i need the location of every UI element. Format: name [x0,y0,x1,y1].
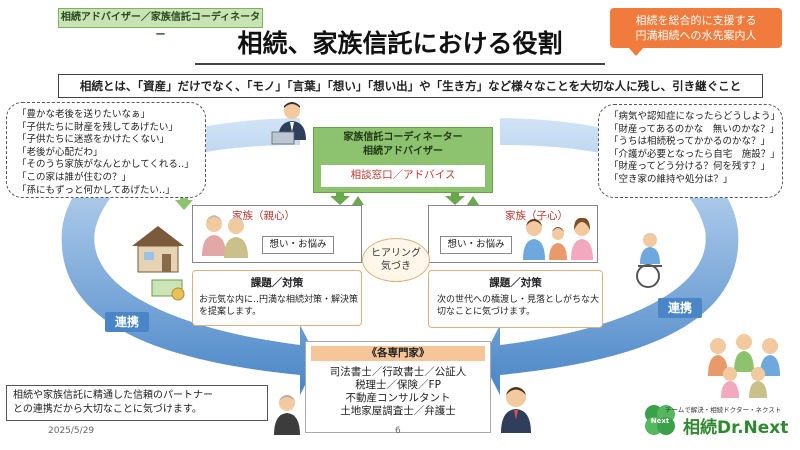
house-icon [132,226,184,273]
down-arrow-parent [330,190,350,205]
child-concern: 想い・お悩み [440,236,512,254]
down-arrow-child [445,190,465,205]
specialists-line: 税理士／保険／FP [355,379,441,391]
specialists-line: 司法書士／行政書士／公証人 [329,366,467,378]
coordinator-title-line-2: 相続アドバイザー [363,146,443,157]
coordinator-title-line-1: 家族信託コーディネーター [343,132,463,143]
issue-title-right: 課題／対策 [489,277,542,289]
parent-thought: 「この家は誰が住むの？」 [17,171,132,183]
hearing-circle: ヒアリング 気づき [362,238,430,282]
right-flow-arrow [482,118,739,395]
clover-logo-icon: Next [645,405,675,435]
child-thought: 「空き家の維持や処分は？」 [609,173,733,185]
issue-text-left-line-2: を提案します。 [199,307,262,317]
definition-bar: 相続とは、「資産」だけでなく、「モノ」「言葉」「想い」「想い出」や「生き方」など… [58,74,763,98]
callout-badge: 相続を総合的に支援する 円満相続への水先案内人 [610,8,782,56]
child-thought: 「病気や認知症になったらどうしよう」 [609,111,781,122]
callout-line-2: 円満相続への水先案内人 [635,29,757,42]
senior-specialist-icon [274,395,300,435]
logo-wordmark: 相続Dr.Next [683,418,789,438]
coordinator-title: 家族信託コーディネーター 相続アドバイザー [318,131,488,159]
collaboration-label-right: 連携 [658,298,702,318]
specialists-title: 《各専門家》 [311,346,485,361]
parent-thought: 「孫にもずっと何かしてあげたい‥」 [17,184,175,196]
family-parent-label: 家族（親心） [232,210,295,222]
logo-badge-text: Next [651,417,670,425]
collaboration-label-left: 連携 [105,312,149,332]
page-number: 6 [395,426,401,436]
slide-date: 2025/5/29 [48,426,95,436]
issue-text-right: 次の世代への橋渡し・見落としがちな大 切なことに気づけます。 [437,294,602,318]
parent-thought: 「豊かな老後を送りたいなぁ」 [17,109,151,120]
issue-text-left-line-1: お元気な内に‥円満な相続対策・解決策 [199,295,359,305]
child-thoughts-bubble: 「病気や認知症になったらどうしよう」 「財産ってあるのかな 無いのかな？」 「う… [598,104,783,198]
money-icon [151,279,185,301]
page-title: 相続、家族信託における役割 [237,29,563,58]
parent-concern: 想い・お悩み [262,236,334,254]
issue-text-right-line-1: 次の世代への橋渡し・見落としがちな大 [437,295,600,305]
up-arrow-child [467,196,479,205]
child-thought: 「介護が必要となったら自宅 施設？」 [609,148,780,160]
up-arrow-parent [352,196,364,205]
young-family-icon [523,217,593,260]
parent-thought: 「老後が心配だわ」 [17,146,103,158]
partner-note-line-2: との連携だから大切なことに気づけます。 [13,404,202,415]
parent-thoughts-bubble: 「豊かな老後を送りたいなぁ」 「子供たちに財産を残してあげたい」 「子供たちに迷… [6,102,206,198]
role-tag: 相続アドバイザー／家族信託コーディネーター [58,8,263,41]
partner-note: 相続や家族信託に精通した信頼のパートナー との連携だから大切なことに気づけます。 [6,385,268,421]
coordinator-person-icon [271,102,306,145]
elderly-couple-icon [202,215,248,258]
hearing-line-2: 気づき [381,261,411,272]
wheelchair-person-icon [636,233,662,288]
specialists-line: 土地家屋調査士／弁護士 [340,405,456,417]
logo-tagline: チームで解決・相続ドクター・ネクスト [665,406,782,414]
parent-thought: 「子供たちに迷惑をかけたくない」 [17,134,170,146]
issue-box-left: 課題／対策 お元気な内に‥円満な相続対策・解決策 を提案します。 [192,270,362,326]
hearing-line-1: ヒアリング [371,248,421,259]
parent-thought: 「そのうち家族がなんとかしてくれる‥」 [17,159,194,171]
child-thought: 「財産ってどう分ける？何を残す？」 [609,161,771,173]
specialists-line: 不動産コンサルタント [345,392,451,404]
callout-line-1: 相続を総合的に支援する [635,14,757,27]
specialists-list: 司法書士／行政書士／公証人 税理士／保険／FP 不動産コンサルタント 土地家屋調… [305,366,491,418]
issue-text-left: お元気な内に‥円満な相続対策・解決策 を提案します。 [199,294,361,318]
title-underline [195,63,605,65]
child-thought: 「財産ってあるのかな 無いのかな？」 [609,123,780,135]
family-group-icon [708,334,780,398]
issue-text-right-line-2: 切なことに気づけます。 [437,307,536,317]
issue-title-left: 課題／対策 [250,277,304,289]
down-arrow-left [175,195,193,210]
parent-thought: 「子供たちに財産を残してあげたい」 [17,121,178,133]
family-child-label: 家族（子心） [505,210,568,222]
partner-note-line-1: 相続や家族信託に精通した信頼のパートナー [13,390,213,401]
issue-box-right: 課題／対策 次の世代への橋渡し・見落としがちな大 切なことに気づけます。 [428,270,603,328]
child-thought: 「うちは相続税ってかかるのかな？」 [609,136,771,148]
smiling-specialist-icon [501,387,531,433]
coordinator-service: 相談窓口／アドバイス [350,169,456,181]
coordinator-service-panel [320,164,486,188]
